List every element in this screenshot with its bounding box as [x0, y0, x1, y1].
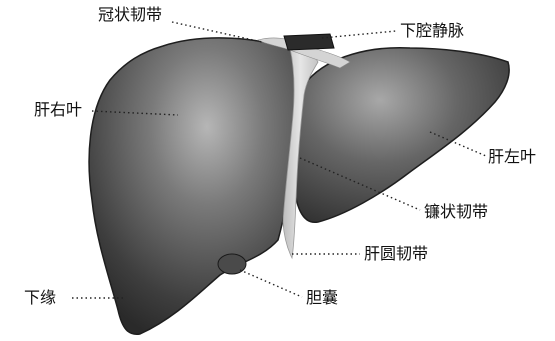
label-right-lobe: 肝右叶	[34, 101, 82, 119]
leader-inferior-vena-cava	[322, 31, 396, 38]
gallbladder-shape	[218, 254, 246, 274]
label-falciform-ligament: 镰状韧带	[424, 203, 488, 221]
left-lobe-shape	[294, 48, 509, 223]
right-lobe-shape	[89, 38, 303, 334]
label-inferior-border: 下缘	[24, 289, 56, 307]
label-gallbladder: 胆囊	[306, 289, 338, 307]
inferior-vena-cava-shape	[284, 34, 334, 50]
label-left-lobe: 肝左叶	[488, 148, 536, 166]
leader-gallbladder	[240, 270, 302, 297]
label-inferior-vena-cava: 下腔静脉	[400, 22, 464, 40]
label-coronary-ligament: 冠状韧带	[98, 6, 162, 24]
label-round-ligament: 肝圆韧带	[364, 245, 428, 263]
